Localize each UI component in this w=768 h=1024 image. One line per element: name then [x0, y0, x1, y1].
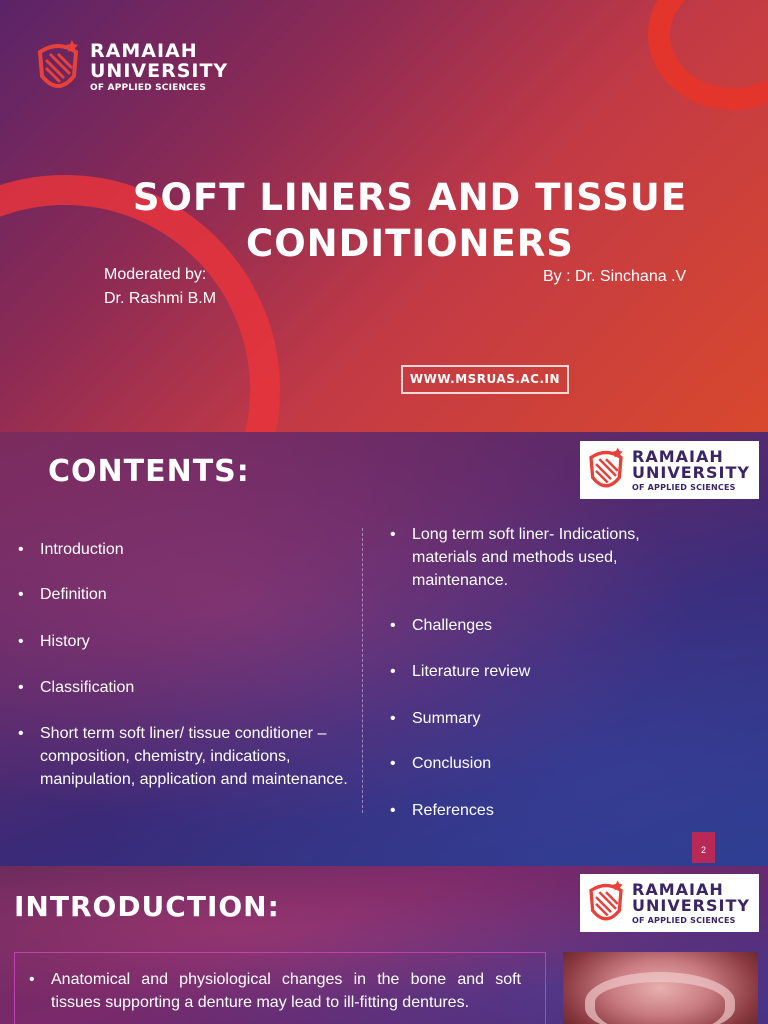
intro-bullet: Anatomical and physiological changes in …: [29, 968, 521, 1014]
introduction-textbox: Anatomical and physiological changes in …: [14, 952, 546, 1024]
logo-line-2: UNIVERSITY: [632, 895, 750, 915]
author-line: By : Dr. Sinchana .V: [543, 268, 687, 285]
column-divider: [362, 528, 363, 813]
logo-line-1: RAMAIAH: [90, 39, 198, 62]
list-item: References: [388, 799, 688, 822]
list-item: Long term soft liner- Indications, mater…: [388, 523, 688, 592]
title-slide: RAMAIAH UNIVERSITY OF APPLIED SCIENCES S…: [0, 0, 768, 432]
moderated-label: Moderated by:: [104, 266, 207, 283]
list-item: Short term soft liner/ tissue conditione…: [16, 722, 352, 791]
introduction-slide: INTRODUCTION: RAMAIAH UNIVERSITY OF APPL…: [0, 866, 768, 1024]
logo-line-3: OF APPLIED SCIENCES: [90, 82, 207, 93]
list-item: Classification: [16, 676, 352, 699]
moderator-block: Moderated by: Dr. Rashmi B.M: [104, 263, 216, 311]
introduction-heading: INTRODUCTION:: [14, 890, 280, 923]
logo-line-1: RAMAIAH: [632, 446, 724, 466]
contents-list-right: Long term soft liner- Indications, mater…: [388, 523, 688, 822]
page-number: 2: [692, 832, 715, 863]
list-item: Conclusion: [388, 752, 688, 775]
moderator-name: Dr. Rashmi B.M: [104, 290, 217, 307]
dental-ridge-image: [585, 972, 735, 1024]
university-logo-box: RAMAIAH UNIVERSITY OF APPLIED SCIENCES: [580, 441, 759, 499]
logo-line-3: OF APPLIED SCIENCES: [632, 482, 736, 492]
logo-line-1: RAMAIAH: [632, 879, 724, 899]
contents-slide: CONTENTS: RAMAIAH UNIVERSITY OF APPLIED …: [0, 432, 768, 866]
presentation-title: SOFT LINERS AND TISSUE CONDITIONERS: [60, 175, 760, 267]
list-item: Literature review: [388, 660, 688, 683]
contents-heading: CONTENTS:: [48, 454, 250, 489]
university-emblem-icon: [37, 40, 79, 88]
list-item: History: [16, 630, 352, 653]
list-item: Summary: [388, 707, 688, 730]
contents-list-left: Introduction Definition History Classifi…: [16, 538, 352, 791]
university-logo: RAMAIAH UNIVERSITY OF APPLIED SCIENCES: [34, 38, 228, 96]
university-logo-box: RAMAIAH UNIVERSITY OF APPLIED SCIENCES: [580, 874, 759, 932]
denture-photo: [563, 952, 758, 1024]
website-url[interactable]: WWW.MSRUAS.AC.IN: [401, 365, 569, 394]
title-line-1: SOFT LINERS AND TISSUE: [132, 176, 688, 219]
decorative-ring-top-right: [648, 0, 768, 110]
logo-line-3: OF APPLIED SCIENCES: [632, 915, 736, 925]
logo-line-2: UNIVERSITY: [632, 462, 750, 482]
title-line-2: CONDITIONERS: [246, 222, 574, 265]
university-emblem-icon: [589, 880, 623, 921]
list-item: Definition: [16, 583, 352, 606]
list-item: Introduction: [16, 538, 352, 561]
university-emblem-icon: [589, 447, 623, 488]
logo-line-2: UNIVERSITY: [90, 59, 229, 82]
list-item: Challenges: [388, 614, 688, 637]
